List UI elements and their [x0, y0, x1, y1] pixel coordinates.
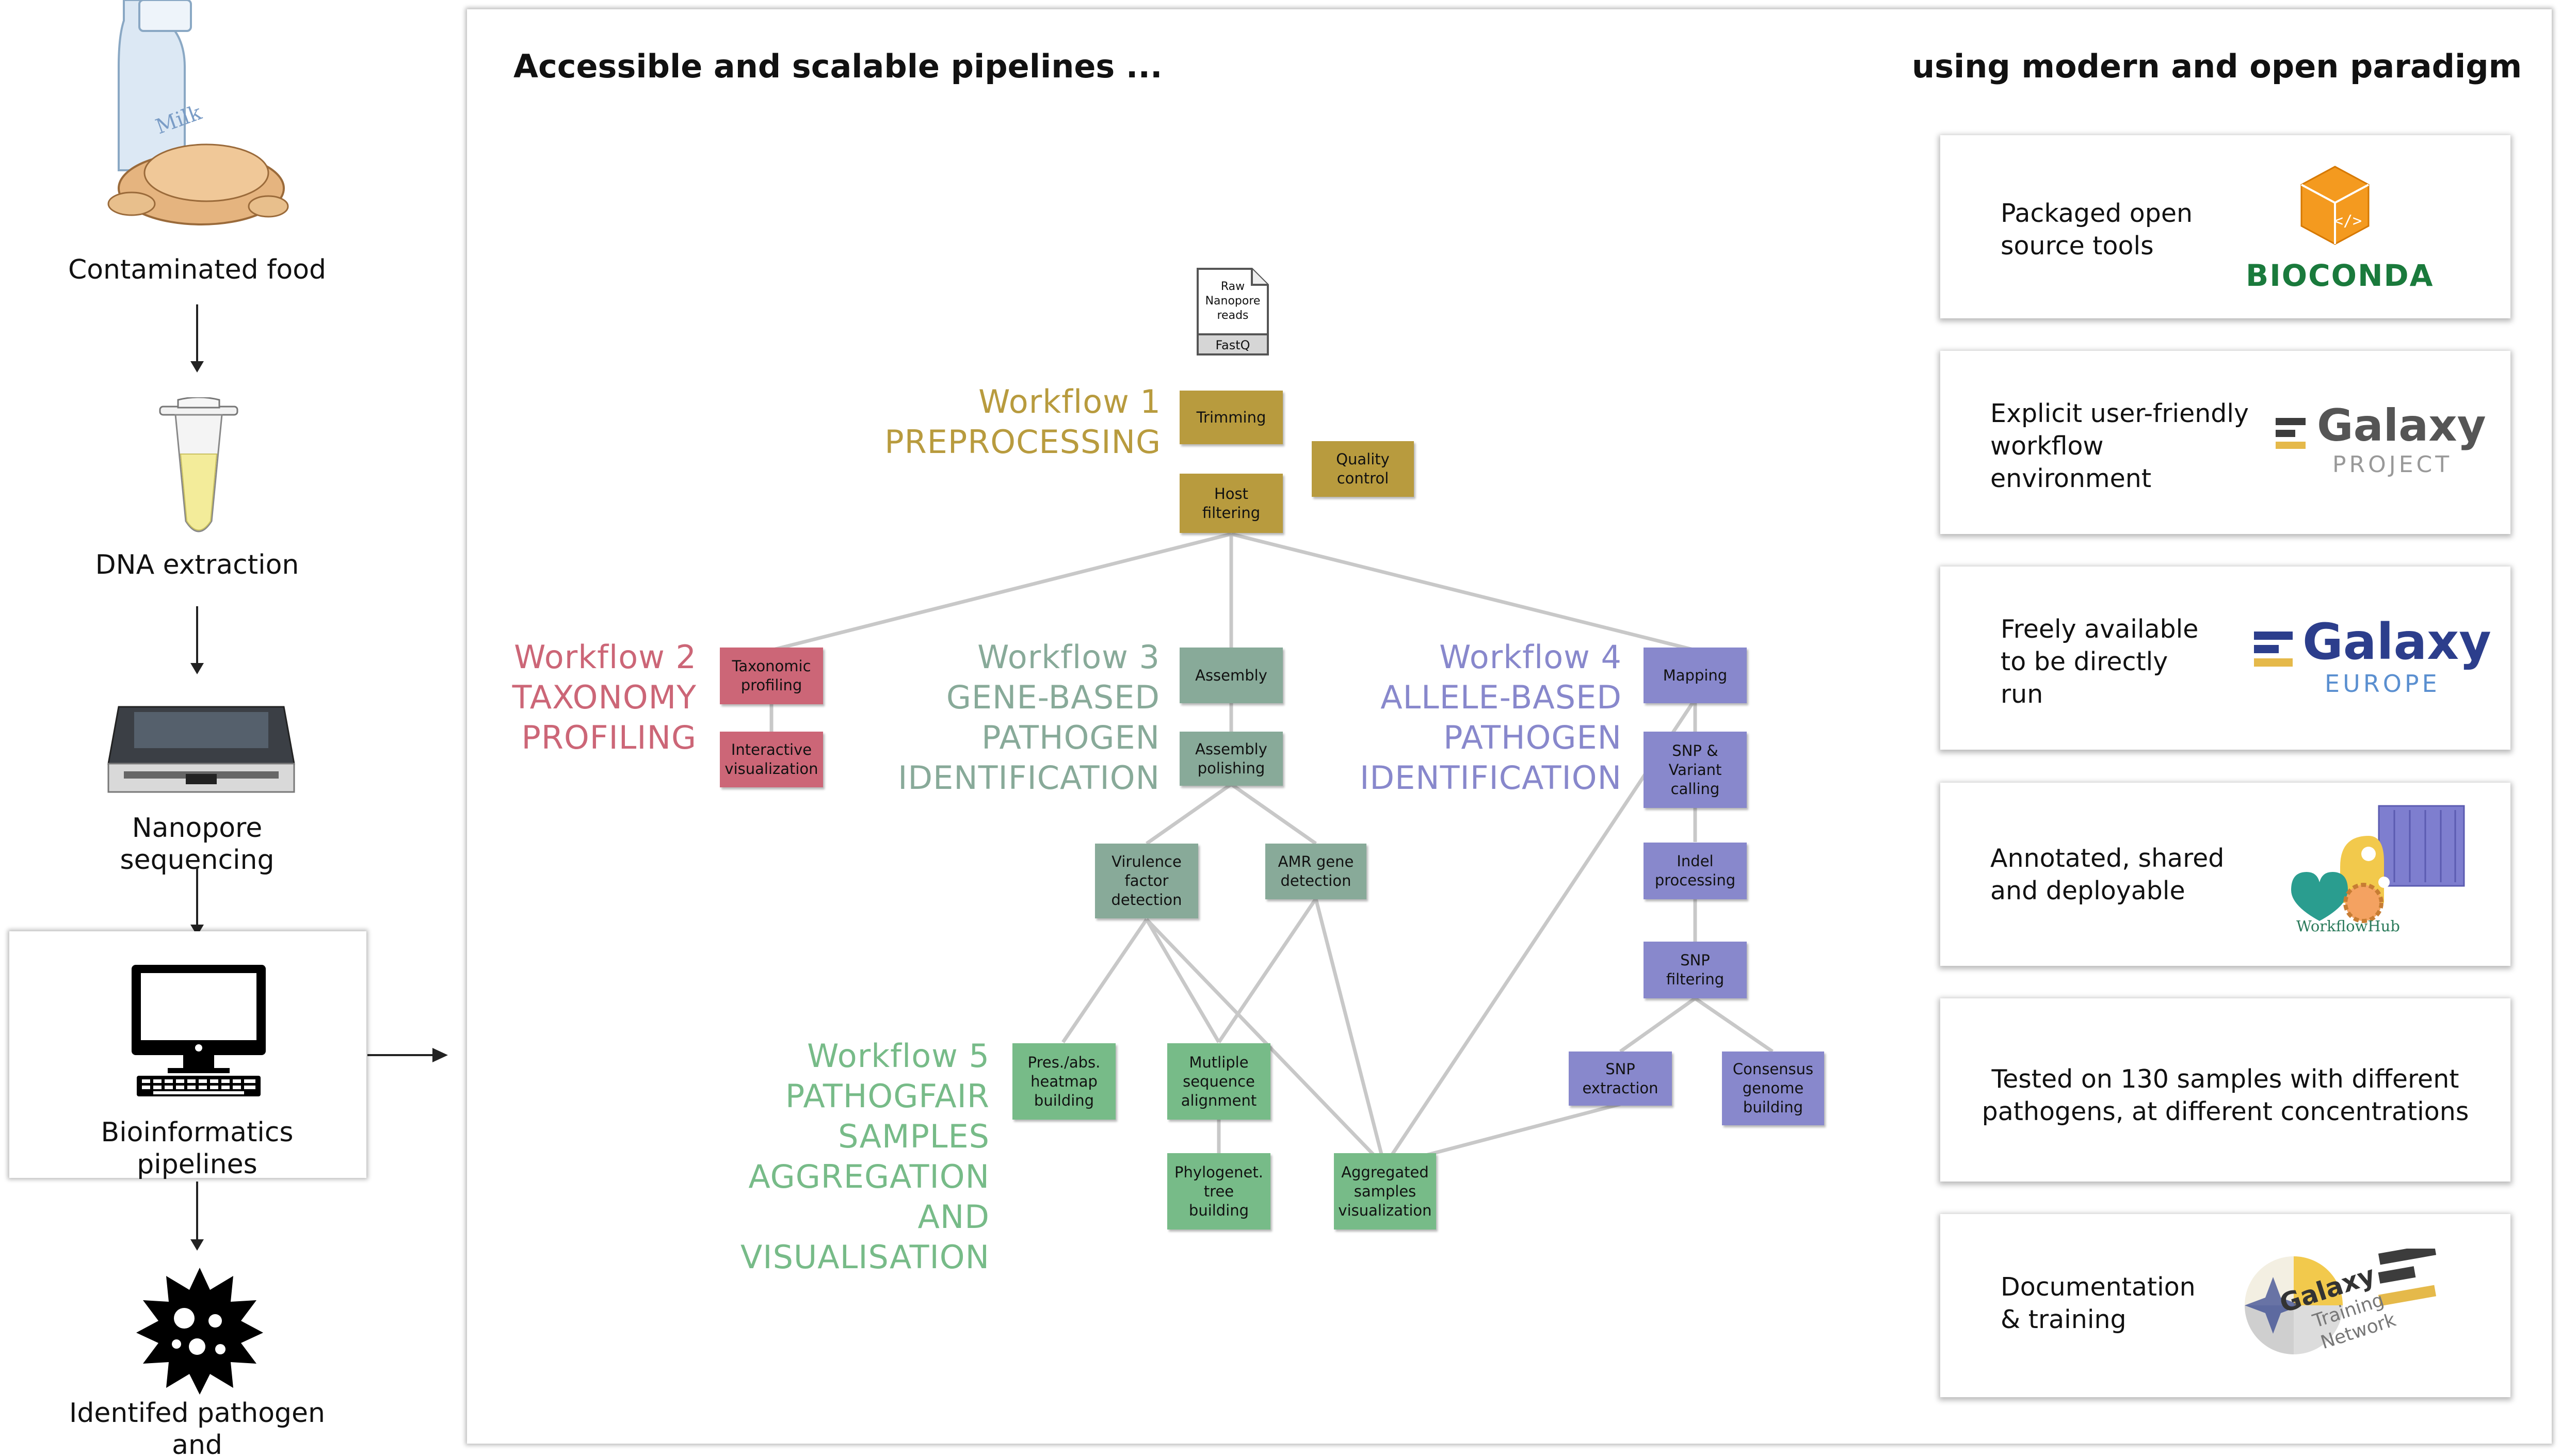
arrow-to-main-panel — [367, 1054, 439, 1056]
card-workflowhub-text: Annotated, shared and deployable — [1990, 844, 2225, 905]
step-mapping: Mapping — [1644, 648, 1747, 703]
step-taxonomic-profiling: Taxonomic profiling — [720, 648, 823, 704]
arrow-dna-to-sequencing — [190, 606, 204, 674]
card-galaxy-project-text: Explicit user-friendly workflow environm… — [1990, 399, 2249, 493]
step-trimming: Trimming — [1180, 391, 1283, 444]
step-host-filtering: Host filtering — [1180, 474, 1283, 533]
fastq-file-icon — [1197, 268, 1269, 355]
workflow-5-title: Workflow 5 PATHOGFAIR SAMPLES AGGREGATIO… — [740, 1037, 990, 1276]
galaxy-europe-logo-text: Galaxy — [2302, 613, 2491, 671]
step-heatmap-building: Pres./abs. heatmap building — [1012, 1043, 1116, 1120]
bioconda-logo-text: BIOCONDA — [2246, 258, 2434, 293]
galaxy-europe-logo-subtext: EUROPE — [2325, 670, 2440, 698]
step-snp-extraction: SNP extraction — [1569, 1051, 1672, 1106]
step-assembly: Assembly — [1180, 648, 1283, 703]
card-packaged-tools — [1940, 135, 2510, 318]
card-galaxy-project — [1940, 351, 2510, 534]
step-amr-gene-detection: AMR gene detection — [1265, 844, 1366, 899]
step-snp-variant-calling: SNP & Variant calling — [1644, 732, 1747, 808]
nanopore-sequencer-icon — [107, 706, 295, 793]
card-documentation-text: Documentation & training — [2001, 1272, 2196, 1334]
galaxy-project-mark — [2276, 418, 2306, 449]
step-virulence-factor-detection: Virulence factor detection — [1095, 844, 1198, 918]
card-tested-samples — [1940, 998, 2510, 1182]
step-phylogenetic-tree-building: Phylogenet. tree building — [1167, 1153, 1270, 1229]
input-file-label: Raw Nanopore reads — [1205, 280, 1261, 322]
stage-label-contaminated-food: Contaminated food — [68, 254, 327, 285]
workflowhub-logo — [2291, 805, 2465, 923]
galaxy-project-logo-text: Galaxy — [2317, 400, 2486, 451]
arrow-head-right — [432, 1048, 448, 1062]
input-file-format: FastQ — [1215, 338, 1250, 352]
step-indel-processing: Indel processing — [1644, 843, 1747, 899]
card-tested-samples-text: Tested on 130 samples with different pat… — [1982, 1064, 2469, 1126]
step-snp-filtering: SNP filtering — [1644, 942, 1747, 998]
arrow-bioinformatics-to-pathogen — [190, 1182, 204, 1251]
bioconda-logo: </> — [2300, 166, 2370, 245]
workflow-4-title: Workflow 4 ALLELE-BASED PATHOGEN IDENTIF… — [1360, 638, 1622, 797]
step-aggregated-samples-visualization: Aggregated samples visualization — [1334, 1153, 1436, 1229]
step-consensus-genome-building: Consensus genome building — [1722, 1051, 1824, 1125]
stage-label-identified-pathogen: Identifed pathogen and contamination sou… — [69, 1398, 325, 1456]
pathogen-icon — [136, 1268, 263, 1395]
galaxy-training-network-logo — [2245, 1249, 2437, 1354]
workflow-2-title: Workflow 2 TAXONOMY PROFILING — [512, 638, 697, 756]
step-assembly-polishing: Assembly polishing — [1180, 732, 1283, 786]
step-quality-control: Quality control — [1312, 441, 1414, 497]
arrow-food-to-dna — [190, 304, 204, 373]
workflow-3-title: Workflow 3 GENE-BASED PATHOGEN IDENTIFIC… — [898, 638, 1160, 797]
workflowhub-logo-text: WorkflowHub — [2296, 917, 2400, 935]
workflow-1-title: Workflow 1 PREPROCESSING — [884, 383, 1161, 461]
stage-label-bioinformatics-pipelines: Bioinformatics pipelines — [101, 1117, 294, 1180]
card-packaged-tools-text: Packaged open source tools — [2001, 199, 2193, 261]
step-multiple-sequence-alignment: Mutliple sequence alignment — [1167, 1043, 1270, 1120]
galaxy-project-logo-subtext: PROJECT — [2332, 451, 2453, 478]
heading-modern-paradigm: using modern and open paradigm — [1912, 47, 2522, 85]
stage-label-dna-extraction: DNA extraction — [95, 549, 299, 580]
card-galaxy-europe — [1940, 567, 2510, 750]
card-galaxy-europe-text: Freely available to be directly run — [2001, 614, 2199, 709]
card-documentation — [1940, 1214, 2510, 1397]
tube-icon — [159, 397, 238, 532]
contaminated-food-icon: Milk — [107, 0, 289, 225]
heading-accessible-pipelines: Accessible and scalable pipelines ... — [513, 47, 1163, 85]
galaxy-europe-mark — [2254, 632, 2293, 667]
svg-text:</>: </> — [2334, 212, 2362, 230]
computer-icon — [132, 965, 266, 1096]
step-interactive-visualization: Interactive visualization — [720, 732, 823, 787]
